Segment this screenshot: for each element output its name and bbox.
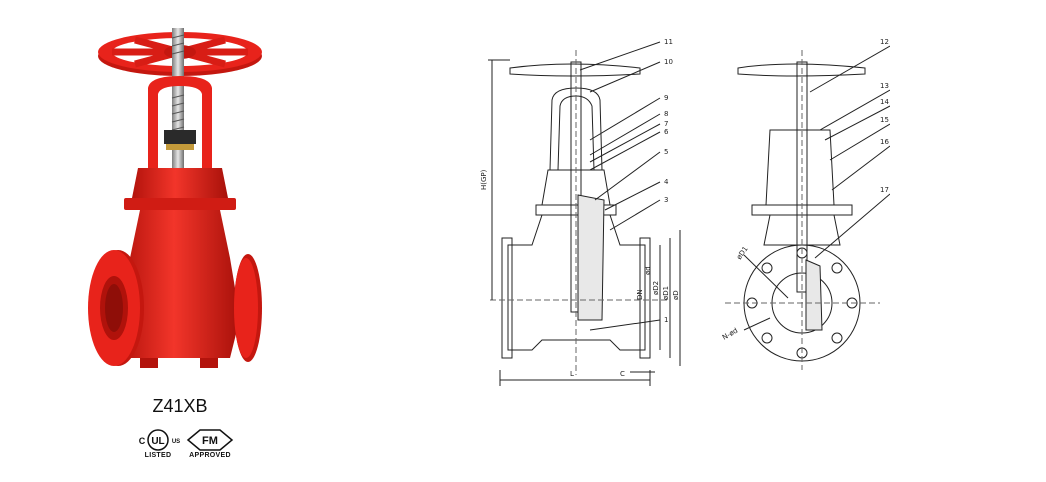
part-label-1: 1 [664,316,668,324]
part-label-14: 14 [880,98,889,106]
ul-listed-mark: UL C US LISTED [128,428,188,459]
dim-holes: N-ød [721,327,739,342]
leader-lines-right [809,45,890,259]
yoke [148,76,212,168]
section-view-left [488,50,681,386]
fm-mark-text: FM [202,435,218,447]
ul-mark-left: C [139,436,146,446]
dim-bolt-circle: øD1 [662,286,670,300]
part-label-8: 8 [664,110,668,118]
dim-thickness: C [620,370,625,378]
dimension-labels: H(GP) L C øD øD1 øD2 DN ød øD1 N-ød [480,169,750,378]
part-label-12: 12 [880,38,889,46]
part-label-4: 4 [664,178,669,186]
dim-height: H(GP) [480,169,488,190]
dim-raised-face: øD2 [652,281,660,295]
packing-nut [164,130,196,144]
ul-listed-label: LISTED [144,452,172,459]
part-label-10: 10 [664,58,673,66]
part-label-9: 9 [664,94,668,102]
dim-flange-od: øD [672,290,680,300]
part-label-7: 7 [664,120,668,128]
part-number-labels: 11 10 9 8 7 6 5 4 3 1 12 13 14 15 16 17 [664,38,889,324]
fm-approved-mark: FM APPROVED [180,428,240,459]
leader-lines-left [579,41,661,331]
ul-mark-right: US [172,439,180,445]
part-label-3: 3 [664,196,668,204]
brass-bushing [166,144,194,150]
bonnet-flange [124,198,236,210]
part-label-11: 11 [664,38,673,46]
ul-mark-text: UL [151,436,164,447]
gate-valve-photo [88,28,262,368]
part-label-16: 16 [880,138,889,146]
left-flange [88,250,144,366]
dim-length: L [570,370,574,378]
model-number: Z41XB [152,396,208,416]
fm-approved-label: APPROVED [189,452,231,459]
section-view-right [725,50,880,370]
bonnet [132,168,228,198]
dim-bore: DN [636,289,644,300]
part-label-6: 6 [664,128,669,136]
right-flange [234,254,262,362]
technical-drawing: 11 10 9 8 7 6 5 4 3 1 12 13 14 15 16 17 … [480,38,890,386]
part-label-17: 17 [880,186,889,194]
valve-body [120,210,240,358]
part-label-5: 5 [664,148,668,156]
dim-pitch: ød [644,266,652,275]
part-label-15: 15 [880,116,889,124]
part-label-13: 13 [880,82,889,90]
